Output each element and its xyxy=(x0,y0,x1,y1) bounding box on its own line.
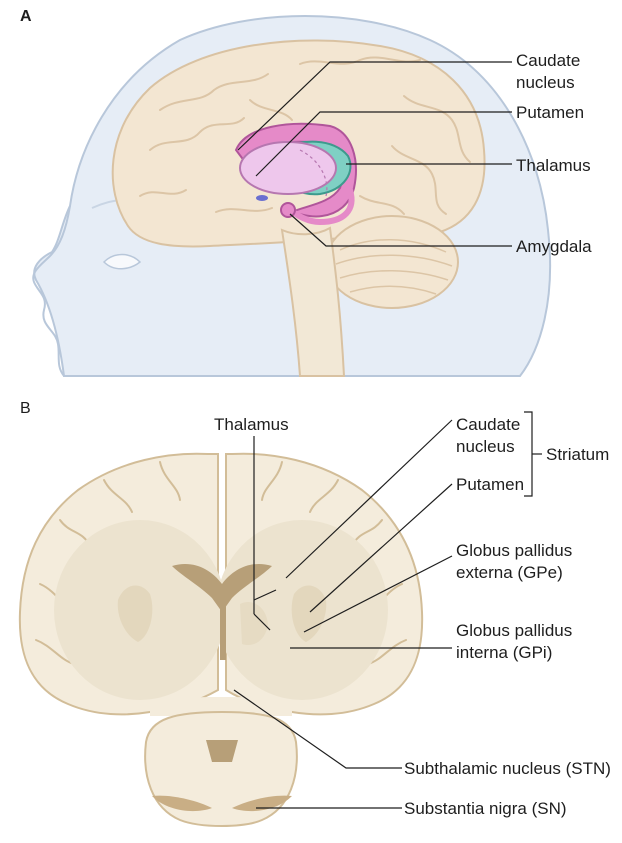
gyri xyxy=(139,56,471,215)
label-b-caudate-1: Caudate xyxy=(456,415,521,434)
leader-b-putamen xyxy=(309,483,453,613)
leader-b-caudate xyxy=(285,419,453,579)
substantia-nigra-left xyxy=(152,795,212,812)
eye xyxy=(102,253,142,270)
cerebellum-folia xyxy=(335,239,453,295)
aqueduct xyxy=(206,740,238,762)
leader-a-amygdala xyxy=(289,213,512,247)
leader-b-thalamus-fork1 xyxy=(253,589,277,601)
panel-b-leaders xyxy=(233,419,453,809)
label-b-gpi-1: Globus pallidus xyxy=(456,621,573,640)
midline-bridge xyxy=(150,697,292,716)
putamen-shape xyxy=(239,141,337,195)
leader-a-putamen xyxy=(255,111,512,177)
label-b-striatum: Striatum xyxy=(546,445,610,464)
label-b-caudate-2: nucleus xyxy=(456,437,515,456)
brainstem xyxy=(280,226,346,377)
third-ventricle xyxy=(220,600,226,660)
label-b-stn: Subthalamic nucleus (STN) xyxy=(404,759,611,778)
panel-a-letter: A xyxy=(20,8,32,25)
label-b-gpe-2: externa (GPe) xyxy=(456,563,563,582)
panel-b-letter: B xyxy=(20,400,31,417)
brainstem-section xyxy=(144,710,298,827)
panel-b-illustration xyxy=(18,411,542,827)
label-b-sn: Substantia nigra (SN) xyxy=(404,799,567,818)
striatum-bracket xyxy=(524,411,533,497)
leader-b-gpe xyxy=(303,555,453,633)
putamen-b-left xyxy=(117,585,153,642)
leader-b-thalamus-fork2 xyxy=(253,613,271,631)
label-a-thalamus: Thalamus xyxy=(516,156,591,175)
lateral-ventricles xyxy=(172,564,272,612)
putamen-dashes xyxy=(299,149,328,197)
label-a-caudate-2: nucleus xyxy=(516,73,575,92)
label-b-thalamus: Thalamus xyxy=(214,415,289,434)
face-profile xyxy=(32,205,71,377)
putamen-b-right xyxy=(291,585,327,642)
label-a-amygdala: Amygdala xyxy=(516,237,592,256)
caudate-tail xyxy=(287,187,355,226)
substantia-nigra-right xyxy=(232,795,292,812)
leader-a-caudate xyxy=(237,61,512,151)
panel-a-illustration xyxy=(32,15,552,377)
leader-b-stn xyxy=(233,689,402,769)
label-b-gpe-1: Globus pallidus xyxy=(456,541,573,560)
optic-mark xyxy=(256,195,268,201)
thalamus-b xyxy=(240,602,268,646)
amygdala-shape xyxy=(280,202,296,218)
label-a-caudate-1: Caudate xyxy=(516,51,581,70)
label-a-putamen: Putamen xyxy=(516,103,585,122)
label-b-putamen: Putamen xyxy=(456,475,525,494)
label-b-gpi-2: interna (GPi) xyxy=(456,643,553,662)
panel-a-leaders xyxy=(237,61,512,247)
